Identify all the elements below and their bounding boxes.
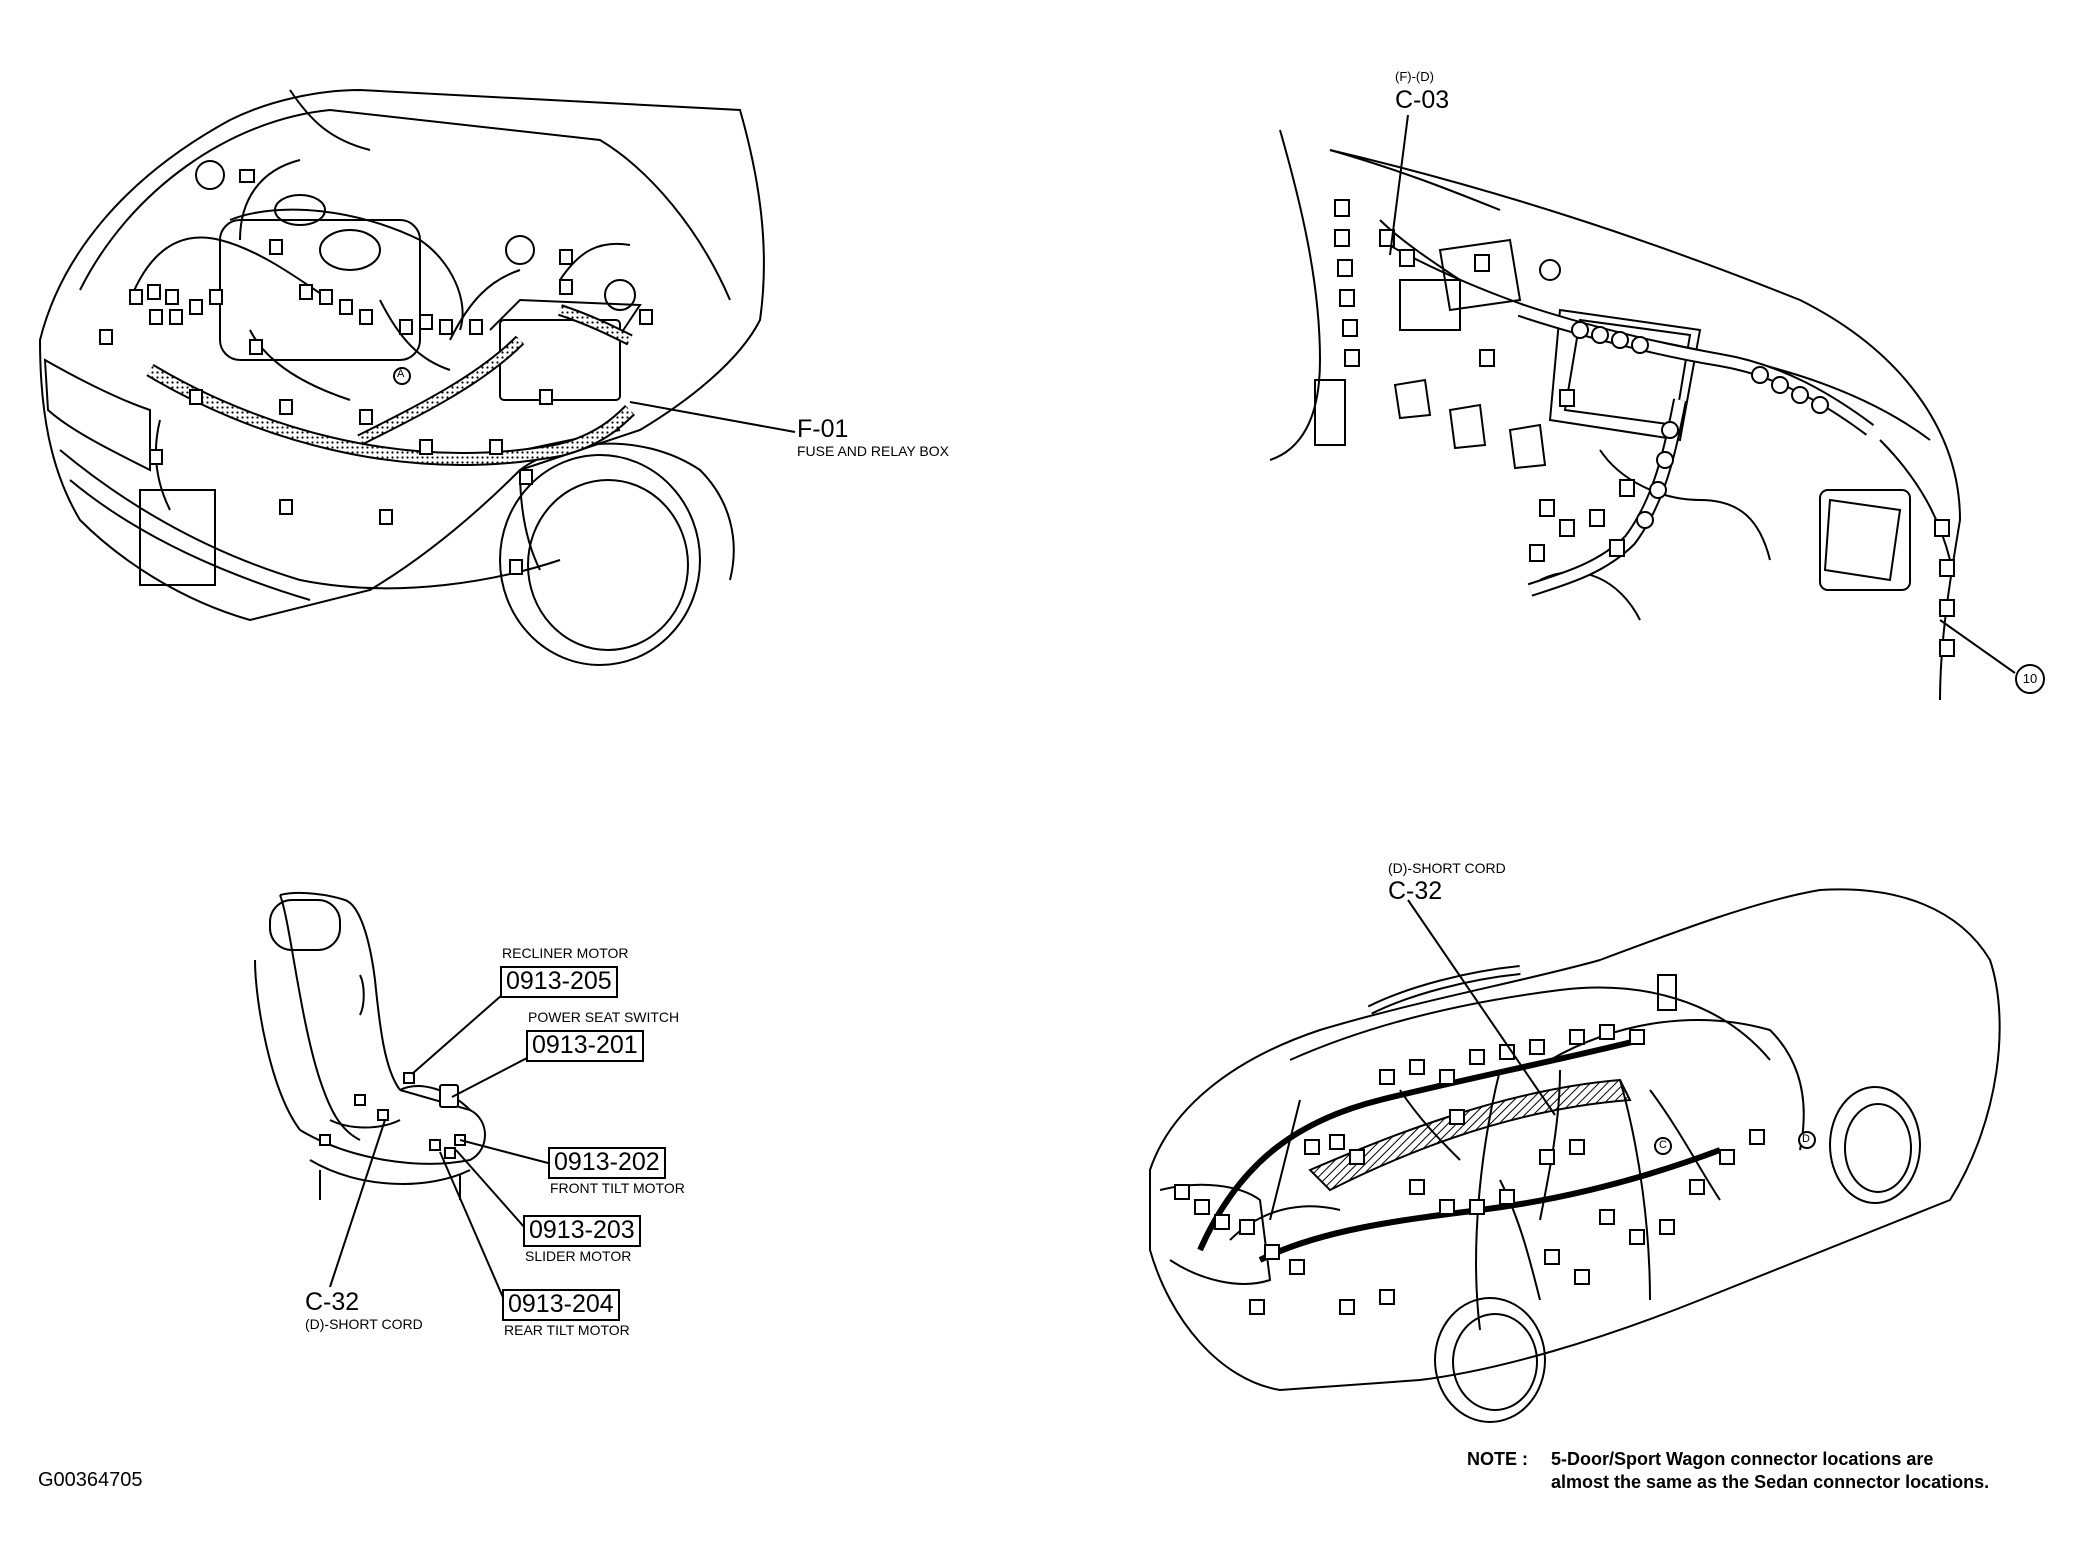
c32-body-leader-line <box>1407 899 1556 1116</box>
dashboard-connector-set <box>1334 199 1955 657</box>
body-c32-description: (D)-SHORT CORD <box>1388 860 1506 876</box>
seat-c32-code: C-32 <box>305 1288 360 1316</box>
front-tilt-motor-code: 0913-202 <box>548 1147 666 1179</box>
recliner-motor-label: RECLINER MOTOR <box>502 945 629 961</box>
front-tilt-motor-label: FRONT TILT MOTOR <box>550 1180 685 1196</box>
engine-connector-set <box>99 169 653 575</box>
seat-c32-description: (D)-SHORT CORD <box>305 1316 423 1332</box>
c03-prefix: (F)-(D) <box>1395 69 1434 84</box>
rear-tilt-motor-label: REAR TILT MOTOR <box>504 1322 630 1338</box>
c03-leader-line <box>1389 114 1409 256</box>
engine-marker-a: A <box>397 368 405 380</box>
slider-motor-code: 0913-203 <box>523 1215 641 1247</box>
note-line-2: almost the same as the Sedan connector l… <box>1551 1472 1990 1492</box>
location-markers <box>393 367 1816 1155</box>
f01-leader-line <box>629 401 796 433</box>
c03-code: C-03 <box>1395 86 1450 114</box>
power-seat-illustration <box>254 891 486 1200</box>
dashboard-illustration <box>1269 129 2016 701</box>
note-line-1: 5-Door/Sport Wagon connector locations a… <box>1551 1449 1934 1469</box>
power-seat-switch-code: 0913-201 <box>526 1030 644 1062</box>
figure-id: G00364705 <box>38 1469 143 1491</box>
body-marker-d: D <box>1802 1133 1810 1145</box>
f01-code: F-01 <box>797 415 849 443</box>
engine-bay-illustration <box>38 88 765 666</box>
recliner-motor-code: 0913-205 <box>500 966 618 998</box>
body-c32-code: C-32 <box>1388 877 1443 905</box>
sedan-body-illustration <box>1149 888 2001 1423</box>
body-marker-c: C <box>1659 1139 1667 1151</box>
leader-lines <box>629 114 1556 1116</box>
slider-motor-label: SLIDER MOTOR <box>525 1248 632 1264</box>
seat-connector-set <box>319 1072 466 1159</box>
note-key: NOTE : <box>1467 1449 1528 1469</box>
rear-tilt-motor-code: 0913-204 <box>502 1289 620 1321</box>
sedan-connector-set <box>1174 1024 1765 1315</box>
seat-leader-lines <box>329 994 549 1303</box>
f01-description: FUSE AND RELAY BOX <box>797 443 949 459</box>
reference-number-circle: 10 <box>2015 664 2045 694</box>
power-seat-switch-label: POWER SEAT SWITCH <box>528 1009 680 1025</box>
